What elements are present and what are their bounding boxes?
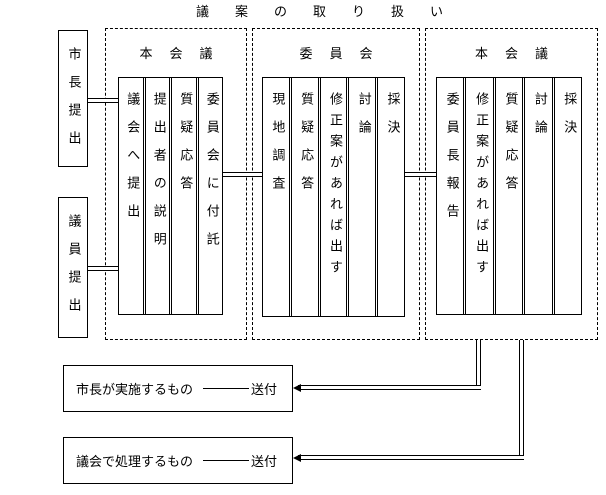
output-council-label: 議会で処理するもの	[76, 455, 194, 470]
step-label: 提出者の説明	[150, 92, 166, 260]
step-cell: 質疑応答	[494, 78, 524, 314]
step-label: 修正案があれば出す	[326, 92, 342, 281]
connector-committee-to-plenary2	[405, 172, 436, 177]
output-mayor-suffix: 送付	[251, 383, 278, 398]
step-label: 質疑応答	[502, 92, 518, 204]
stage-group-plenary-2: 本会議	[425, 28, 598, 340]
step-cell: 討論	[348, 78, 377, 316]
step-label: 現地調査	[269, 92, 285, 204]
stage-plenary-2-steps-box: 委員長報告 修正案があれば出す 質疑応答 討論 採決	[436, 77, 582, 315]
connector-mayor-to-plenary1	[88, 98, 118, 103]
step-cell: 質疑応答	[290, 78, 319, 316]
stage-group-plenary-1: 本会議	[105, 28, 247, 340]
source-council-member-label: 議員提出	[65, 214, 81, 326]
step-label: 議会へ提出	[124, 92, 140, 232]
stage-committee-steps-box: 現地調査 質疑応答 修正案があれば出す 討論 採決	[262, 77, 405, 317]
step-label: 委員会に付託	[203, 92, 219, 260]
step-label: 委員長報告	[443, 92, 459, 232]
source-mayor-label: 市長提出	[65, 47, 81, 159]
step-cell: 議会へ提出	[119, 78, 144, 314]
inline-line	[203, 388, 250, 389]
connector-to-mayor-output	[298, 385, 481, 390]
diagram-title: 議案の取り扱い	[196, 5, 470, 20]
step-cell: 質疑応答	[171, 78, 197, 314]
stage-plenary-2-label: 本会議	[474, 47, 565, 62]
connector-down-to-council-output	[519, 340, 524, 460]
step-cell: 修正案があれば出す	[465, 78, 494, 314]
step-label: 質疑応答	[298, 92, 314, 204]
source-box-mayor: 市長提出	[58, 30, 88, 167]
stage-plenary-1-steps-box: 議会へ提出 提出者の説明 質疑応答 委員会に付託	[118, 77, 223, 315]
step-label: 討論	[355, 92, 371, 148]
step-label: 採決	[384, 92, 400, 148]
step-label: 採決	[561, 92, 577, 148]
step-cell: 委員長報告	[437, 78, 465, 314]
step-cell: 委員会に付託	[197, 78, 222, 314]
step-cell: 現地調査	[263, 78, 290, 316]
step-label: 修正案があれば出す	[473, 92, 489, 281]
connector-down-to-mayor-output	[476, 340, 481, 390]
step-cell: 提出者の説明	[144, 78, 170, 314]
step-cell: 採決	[377, 78, 404, 316]
output-mayor-label: 市長が実施するもの	[76, 383, 194, 398]
left-arrowhead-icon	[293, 454, 301, 462]
stage-plenary-1-label: 本会議	[139, 47, 230, 62]
step-cell: 採決	[553, 78, 582, 314]
output-council-suffix: 送付	[251, 455, 278, 470]
stage-group-committee: 委員会	[252, 28, 420, 340]
output-box-mayor-action: 市長が実施するもの 送付	[63, 365, 293, 412]
connector-member-to-plenary1	[88, 266, 118, 271]
step-cell: 討論	[524, 78, 553, 314]
step-label: 討論	[531, 92, 547, 148]
inline-line	[203, 460, 250, 461]
step-cell: 修正案があれば出す	[319, 78, 348, 316]
connector-to-council-output	[298, 455, 524, 460]
stage-committee-label: 委員会	[299, 47, 390, 62]
source-box-council-member: 議員提出	[58, 197, 88, 338]
step-label: 質疑応答	[177, 92, 193, 204]
left-arrowhead-icon	[293, 384, 301, 392]
output-box-council-action: 議会で処理するもの 送付	[63, 437, 293, 484]
connector-plenary1-to-committee	[223, 172, 262, 177]
